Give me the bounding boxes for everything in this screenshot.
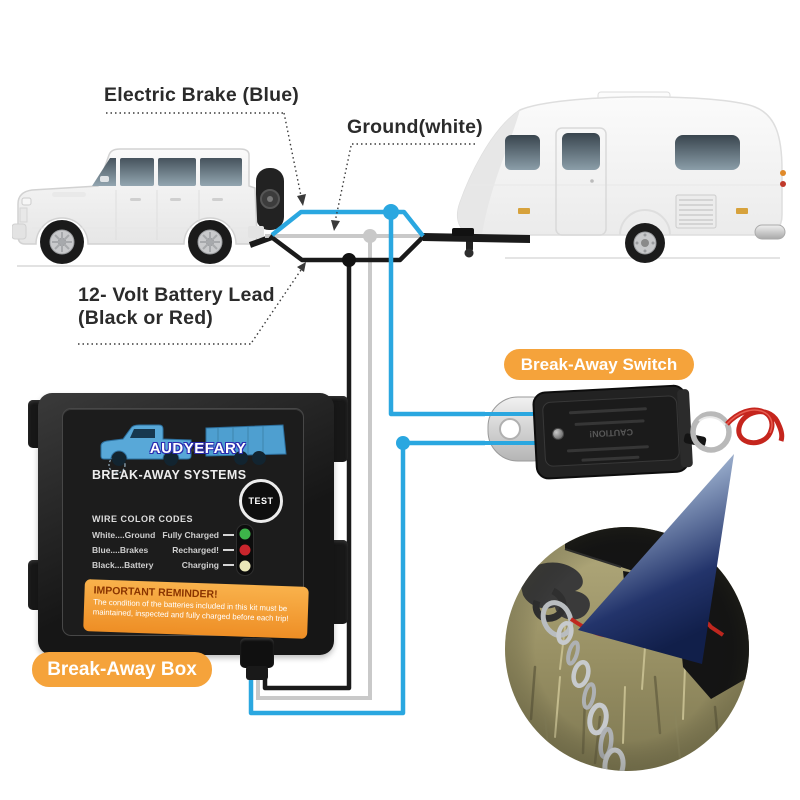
camper-front-skirt bbox=[457, 110, 520, 235]
brake-wire-node bbox=[383, 204, 399, 220]
windshield bbox=[92, 158, 116, 186]
camper-door bbox=[555, 127, 607, 236]
brake-wire-to-box bbox=[248, 440, 485, 716]
marker-light bbox=[518, 208, 530, 214]
breakaway-cable-loop bbox=[725, 407, 785, 445]
arrowhead bbox=[297, 262, 306, 272]
electric-brake-label: Electric Brake (Blue) bbox=[104, 84, 299, 106]
door-window bbox=[562, 133, 600, 170]
brake-wire bbox=[270, 209, 425, 238]
test-button[interactable]: TEST bbox=[239, 479, 283, 523]
jockey-wheel bbox=[464, 248, 474, 258]
breakaway-box-device: AUDYEFARY BREAK-AWAY SYSTEMS TEST WIRE C… bbox=[28, 388, 350, 690]
indicator-dash bbox=[223, 533, 234, 536]
breakaway-box-callout: Break-Away Box bbox=[32, 652, 212, 687]
status-row: Fully Charged bbox=[124, 529, 234, 540]
camper-window bbox=[675, 135, 740, 170]
truck-trailer-graphic bbox=[100, 424, 287, 474]
wire-code-row: White....Ground bbox=[92, 530, 156, 540]
electric-brake-pointer bbox=[106, 112, 302, 197]
cable-gland bbox=[240, 638, 274, 668]
side-window bbox=[200, 158, 242, 186]
wheel-arch bbox=[619, 209, 671, 236]
suv-body bbox=[17, 148, 258, 245]
wire-color-codes-heading: WIRE COLOR CODES bbox=[92, 514, 194, 524]
door-handle bbox=[130, 198, 141, 201]
camper-window bbox=[505, 135, 540, 170]
cable-gland-tip bbox=[246, 666, 268, 680]
side-mirror bbox=[100, 176, 109, 182]
led-fully-charged bbox=[239, 528, 251, 540]
reminder-banner: IMPORTANT REMINDER! The condition of the… bbox=[83, 579, 309, 639]
breakaway-switch-device: CAUTION! bbox=[478, 384, 785, 480]
bracket-hole bbox=[499, 418, 521, 440]
tail-light bbox=[780, 181, 786, 187]
brake-wire-node bbox=[396, 436, 410, 450]
zoom-callout-triangle bbox=[578, 454, 734, 664]
door-handle bbox=[590, 179, 594, 183]
suv-illustration bbox=[12, 148, 284, 267]
led-recharged bbox=[239, 544, 251, 556]
ground-label: Ground(white) bbox=[347, 116, 483, 138]
indicator-dash bbox=[223, 563, 234, 566]
coupler bbox=[452, 228, 474, 236]
vent-grille bbox=[675, 194, 717, 229]
status-row: Charging bbox=[124, 559, 234, 570]
side-window bbox=[120, 158, 154, 186]
towed-trailer bbox=[205, 424, 287, 457]
wire-code-row: Black....Battery bbox=[92, 560, 154, 570]
ground-pointer bbox=[334, 143, 478, 223]
camper-illustration bbox=[457, 91, 786, 263]
trailer-tongue bbox=[423, 233, 530, 243]
rear-bumper bbox=[754, 224, 786, 240]
side-window bbox=[158, 158, 196, 186]
arrowhead bbox=[297, 194, 306, 206]
status-row: Recharged! bbox=[124, 544, 234, 555]
box-title: BREAK-AWAY SYSTEMS bbox=[92, 468, 247, 482]
battery-wire-run bbox=[262, 260, 352, 691]
pickup-truck bbox=[100, 424, 192, 460]
door-handle bbox=[212, 198, 223, 201]
battery-lead-label: 12- Volt Battery Lead (Black or Red) bbox=[78, 284, 275, 329]
label-pointers bbox=[78, 112, 478, 345]
hood-vent bbox=[52, 192, 86, 197]
trailer-wheel bbox=[625, 223, 665, 263]
suv-hitch-stub bbox=[248, 234, 274, 248]
caution-text: CAUTION! bbox=[589, 427, 633, 439]
headlight bbox=[21, 197, 32, 206]
rear-bumper bbox=[248, 226, 264, 238]
tail-light bbox=[780, 170, 786, 176]
door-handle bbox=[170, 198, 181, 201]
arrowhead bbox=[331, 220, 340, 231]
front-wheel bbox=[40, 220, 84, 264]
brand-name: AUDYEFARY bbox=[149, 440, 247, 457]
front-bumper bbox=[12, 223, 27, 240]
marker-light bbox=[736, 208, 748, 214]
pin-ring bbox=[690, 411, 732, 453]
grille bbox=[19, 207, 28, 223]
ground-wire-node bbox=[363, 229, 377, 243]
brake-wire-to-switch bbox=[388, 212, 485, 417]
wire-code-row: Blue....Brakes bbox=[92, 545, 149, 555]
battery-pointer bbox=[78, 266, 304, 345]
breakaway-switch-callout: Break-Away Switch bbox=[504, 349, 694, 380]
battery-wire-node bbox=[342, 253, 356, 267]
led-indicator-strip bbox=[236, 524, 254, 576]
switch-body: CAUTION! bbox=[532, 384, 693, 480]
indicator-dash bbox=[223, 548, 234, 551]
switch-screw bbox=[552, 427, 565, 440]
led-charging bbox=[239, 560, 251, 572]
ground-wire-run bbox=[256, 236, 372, 700]
rear-wheel bbox=[188, 220, 232, 264]
